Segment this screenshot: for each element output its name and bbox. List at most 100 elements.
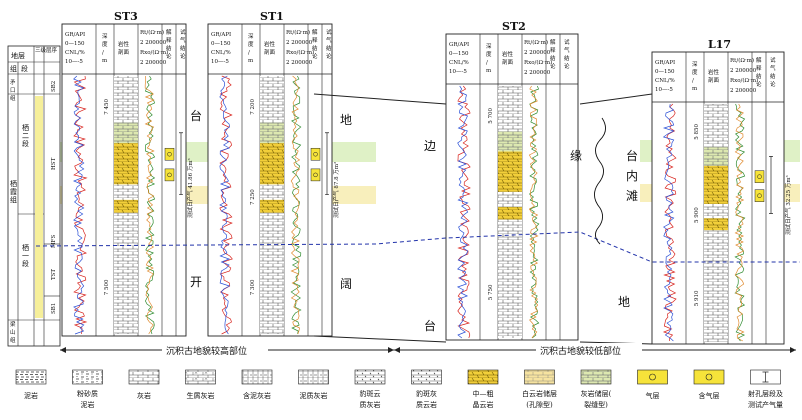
svg-text:深: 深 — [692, 60, 698, 68]
member-label-2: 栖一段 — [22, 243, 29, 268]
test-result-label: 测试日产气 32.25 万m³ — [784, 175, 792, 235]
svg-text:CNL/%: CNL/% — [655, 78, 675, 84]
header-member: 段 — [21, 64, 28, 73]
svg-text:裂缝型): 裂缝型) — [584, 400, 608, 409]
sequence-label-2: HST — [51, 157, 57, 170]
legend-label: 含气层 — [699, 391, 720, 400]
svg-text:深: 深 — [102, 32, 108, 40]
svg-text:Rxo/(Ω·m): Rxo/(Ω·m) — [140, 49, 168, 56]
gas-layer-marker — [164, 168, 175, 182]
svg-text:CNL/%: CNL/% — [449, 60, 469, 66]
svg-text:Rt/(Ω·m): Rt/(Ω·m) — [140, 29, 164, 36]
depth-label: 7 500 — [104, 279, 110, 295]
legend-label: 豹斑灰 — [416, 389, 437, 398]
label-low-position: 沉积古地貌较低部位 — [540, 345, 621, 357]
depth-label: 5 700 — [488, 108, 494, 124]
svg-text:组: 组 — [10, 195, 17, 204]
svg-text:10—-5: 10—-5 — [655, 87, 673, 93]
legend-label: 生屑灰岩 — [187, 391, 215, 400]
legend-swatch — [128, 369, 160, 385]
svg-text:GR/API: GR/API — [449, 42, 469, 48]
svg-text:(孔隙型): (孔隙型) — [526, 400, 553, 409]
svg-text:试: 试 — [326, 28, 332, 36]
zone-1-label-1: 台 — [190, 108, 202, 123]
svg-text:2 200000: 2 200000 — [286, 60, 313, 66]
depth-label: 5 850 — [694, 123, 700, 139]
depth-header: 深度/m — [486, 42, 492, 74]
svg-text:GR/API: GR/API — [211, 32, 231, 38]
svg-text:GR/API: GR/API — [655, 60, 675, 66]
depth-header: 深度/m — [102, 32, 108, 64]
test-result-label: 测试日产气 41.86 万m³ — [186, 158, 194, 218]
svg-text:解: 解 — [166, 28, 172, 36]
svg-text:段: 段 — [22, 139, 29, 148]
svg-text:剖面: 剖面 — [118, 48, 130, 56]
svg-text:结: 结 — [564, 54, 570, 62]
svg-text:/: / — [692, 78, 694, 84]
sequence-label-4: TST — [51, 269, 57, 280]
svg-text:组: 组 — [10, 336, 16, 344]
bottom-arrows: 沉积古地貌较高部位 沉积古地貌较低部位 — [60, 343, 796, 357]
svg-text:论: 论 — [166, 52, 172, 60]
svg-text:组: 组 — [10, 94, 16, 102]
legend-label: 灰岩储层( — [581, 389, 612, 398]
svg-text:2 200000: 2 200000 — [730, 68, 757, 74]
well-name: L17 — [708, 38, 731, 51]
svg-text:岩性: 岩性 — [708, 68, 720, 76]
sequence-label-3: MFS — [51, 235, 57, 248]
svg-text:2 200000: 2 200000 — [524, 50, 551, 56]
legend-item-argil: 泥质灰岩 — [298, 369, 329, 400]
group-label-2: 栖霞组 — [10, 179, 17, 204]
well-l17: L17GR/API0—150CNL/%10—-5深度/m岩性剖面Rt/(Ω·m)… — [651, 38, 792, 345]
legend-item-mudlime: 含泥灰岩 — [241, 369, 273, 400]
svg-text:试: 试 — [180, 28, 186, 36]
perforation-interval — [769, 156, 773, 214]
svg-text:m: m — [248, 58, 254, 64]
svg-text:0—150: 0—150 — [655, 69, 675, 75]
zone-3-label-1: 缘 — [570, 149, 582, 163]
legend-swatch — [580, 369, 612, 385]
header-sequence: 三级层序 — [35, 46, 58, 54]
svg-text:论: 论 — [564, 62, 570, 70]
svg-text:度: 度 — [486, 50, 492, 58]
zone-1-label-4: 阔 — [340, 277, 352, 291]
svg-text:/: / — [102, 50, 104, 56]
svg-text:深: 深 — [486, 42, 492, 50]
group-label-1: 矛口组 — [10, 78, 16, 102]
svg-text:2 200000: 2 200000 — [524, 70, 551, 76]
legend-label: 灰岩 — [137, 391, 151, 400]
well-name: ST2 — [502, 20, 526, 33]
gas-layer-marker — [310, 168, 321, 182]
svg-text:论: 论 — [312, 52, 318, 60]
svg-text:2 200000: 2 200000 — [286, 40, 313, 46]
strat-column: 地层 三级层序 组 段 — [7, 45, 61, 347]
perforation-interval — [325, 132, 329, 196]
depth-header: 深度/m — [692, 60, 698, 92]
legend-swatch — [467, 369, 499, 385]
svg-text:释: 释 — [756, 64, 762, 72]
zone-labels: 台 地 开 阔 边 台 缘 台 内 滩 地 — [190, 108, 638, 333]
svg-text:试: 试 — [770, 56, 776, 64]
svg-text:栖: 栖 — [22, 243, 29, 252]
svg-text:Rxo/(Ω·m): Rxo/(Ω·m) — [730, 77, 758, 84]
well-st2: ST2GR/API0—150CNL/%10—-5深度/m岩性剖面Rt/(Ω·m)… — [445, 20, 579, 341]
depth-label: 5 750 — [488, 284, 494, 300]
legend-label: 粉砂质 — [77, 389, 98, 398]
legend-swatch — [241, 369, 273, 385]
depth-label: 7 450 — [104, 98, 110, 114]
svg-text:解: 解 — [756, 56, 762, 64]
well-panels: ST3GR/API0—150CNL/%10—-5深度/m岩性剖面Rt/(Ω·m)… — [61, 10, 792, 345]
svg-text:质云岩: 质云岩 — [416, 400, 437, 409]
svg-text:泥岩: 泥岩 — [81, 400, 95, 409]
svg-text:深: 深 — [248, 32, 254, 40]
sequence-label-1: SB2 — [51, 81, 57, 92]
legend-swatch — [411, 369, 442, 385]
